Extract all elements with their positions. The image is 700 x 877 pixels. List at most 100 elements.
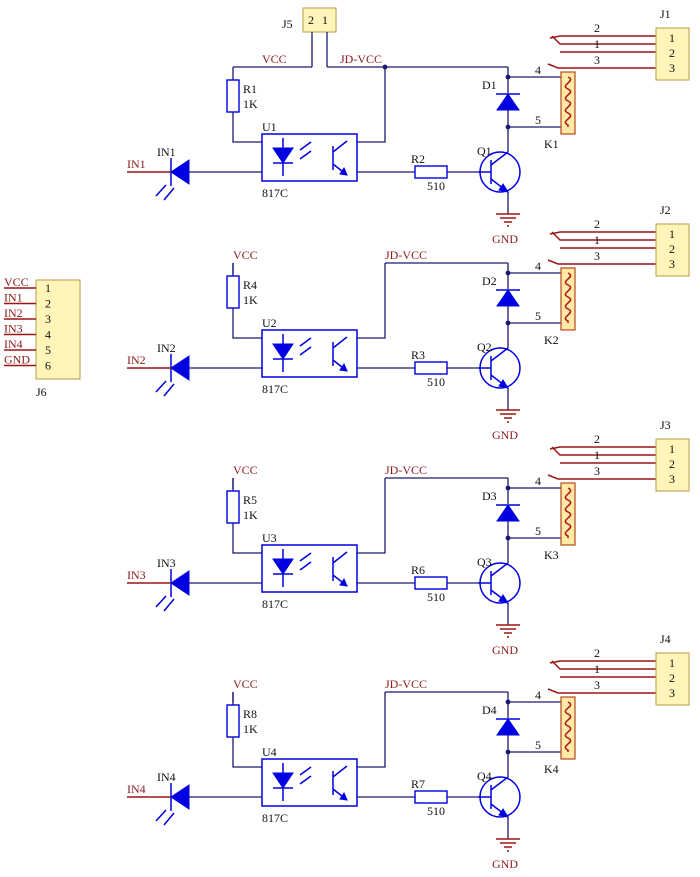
resistor-top-ref: R5 (243, 493, 257, 507)
transistor-collector (490, 347, 509, 362)
vcc-label: VCC (233, 463, 258, 477)
output-connector-ref: J1 (660, 7, 671, 21)
relay-contact-1: 1 (594, 448, 600, 462)
input-net-label: IN2 (127, 353, 146, 367)
resistor-base-ref: R6 (411, 563, 425, 577)
relay-contact-2: 2 (594, 646, 600, 660)
resistor-base (414, 790, 448, 804)
light-arrow-icon (299, 141, 312, 151)
relay-contact-3: 3 (594, 53, 600, 67)
resistor-top (226, 704, 240, 738)
connector-j5-ref: J5 (282, 17, 293, 31)
transistor-collector (490, 151, 509, 166)
output-connector-pin-3: 3 (669, 61, 675, 75)
diode-icon (496, 504, 520, 522)
light-arrow-icon (155, 595, 167, 608)
resistor-base (414, 165, 448, 179)
resistor-base (414, 576, 448, 590)
ground-label: GND (492, 428, 518, 442)
connector-j6-pin-3: 3 (45, 312, 51, 326)
input-led-ref: IN1 (157, 145, 176, 159)
resistor-top-value: 1K (243, 97, 258, 111)
output-connector-pin-3: 3 (669, 472, 675, 486)
connector-j5: J5 2 1 (282, 7, 337, 67)
relay-coil-body (560, 267, 576, 331)
contact-line-2 (551, 660, 656, 670)
resistor-base (414, 361, 448, 375)
relay-contact-2: 2 (594, 217, 600, 231)
contact-line-2 (551, 231, 656, 241)
input-net-label: IN1 (127, 157, 146, 171)
resistor-base-value: 510 (427, 375, 445, 389)
light-arrow-icon (299, 150, 312, 160)
light-arrow-icon (163, 383, 175, 397)
resistor-top-value: 1K (243, 508, 258, 522)
output-connector-pin-2: 2 (669, 242, 675, 256)
vcc-label: VCC (233, 677, 258, 691)
contact-line-2 (551, 446, 656, 456)
wire (232, 737, 262, 768)
relay-coil-icon (564, 487, 572, 538)
opto-emitter-arrow-icon (339, 791, 348, 801)
input-led-icon (170, 570, 190, 596)
transistor-emitter-arrow-icon (498, 183, 510, 193)
relay-coil-pin-5: 5 (535, 309, 541, 323)
connector-j6-pin-1: 1 (45, 281, 51, 295)
optocoupler-body (261, 329, 358, 378)
relay-contact-2: 2 (594, 21, 600, 35)
output-connector-body (655, 652, 690, 706)
light-arrow-icon (163, 598, 175, 612)
optocoupler-ref: U3 (262, 531, 277, 545)
optocoupler-value: 817C (262, 811, 288, 825)
vcc-label: VCC (262, 52, 287, 66)
output-connector-body (655, 438, 690, 492)
resistor-top-value: 1K (243, 722, 258, 736)
transistor-ref: Q4 (477, 769, 492, 783)
output-connector-pin-3: 3 (669, 257, 675, 271)
ground-label: GND (492, 857, 518, 871)
contact-line-2a (549, 660, 656, 664)
transistor-ref: Q3 (477, 555, 492, 569)
relay-coil-pin-5: 5 (535, 524, 541, 538)
resistor-base-value: 510 (427, 804, 445, 818)
input-led-ref: IN3 (157, 556, 176, 570)
vcc-label: VCC (233, 248, 258, 262)
contact-line-2a (549, 446, 656, 450)
ground-label: GND (492, 232, 518, 246)
resistor-base-ref: R2 (411, 152, 425, 166)
relay-coil-body (560, 482, 576, 546)
light-arrow-icon (299, 346, 312, 356)
resistor-top (226, 275, 240, 309)
relay-coil-pin-5: 5 (535, 738, 541, 752)
optocoupler-ref: U1 (262, 120, 277, 134)
opto-transistor-collector (332, 140, 348, 153)
wire (357, 692, 386, 768)
relay-coil-icon (564, 272, 572, 323)
contact-line-3 (547, 63, 656, 69)
optocoupler-value: 817C (262, 382, 288, 396)
resistor-top-ref: R4 (243, 278, 257, 292)
light-arrow-icon (163, 187, 175, 201)
connector-j5-pin2: 2 (308, 13, 314, 27)
diode-ref: D3 (482, 489, 497, 503)
relay-coil-pin-5: 5 (535, 113, 541, 127)
relay-contact-3: 3 (594, 464, 600, 478)
opto-emitter-arrow-icon (339, 362, 348, 372)
diode-icon (496, 289, 520, 307)
output-connector-pin-2: 2 (669, 46, 675, 60)
wire (232, 523, 262, 554)
resistor-base-ref: R3 (411, 348, 425, 362)
light-arrow-icon (299, 766, 312, 776)
relay-coil-body (560, 71, 576, 135)
connector-j6-net-3: IN2 (4, 306, 23, 320)
light-arrow-icon (299, 775, 312, 785)
resistor-top-ref: R1 (243, 82, 257, 96)
input-led-ref: IN4 (157, 770, 176, 784)
opto-emitter-arrow-icon (339, 166, 348, 176)
transistor-ref: Q1 (477, 144, 492, 158)
jdvcc-label: JD-VCC (385, 248, 427, 262)
